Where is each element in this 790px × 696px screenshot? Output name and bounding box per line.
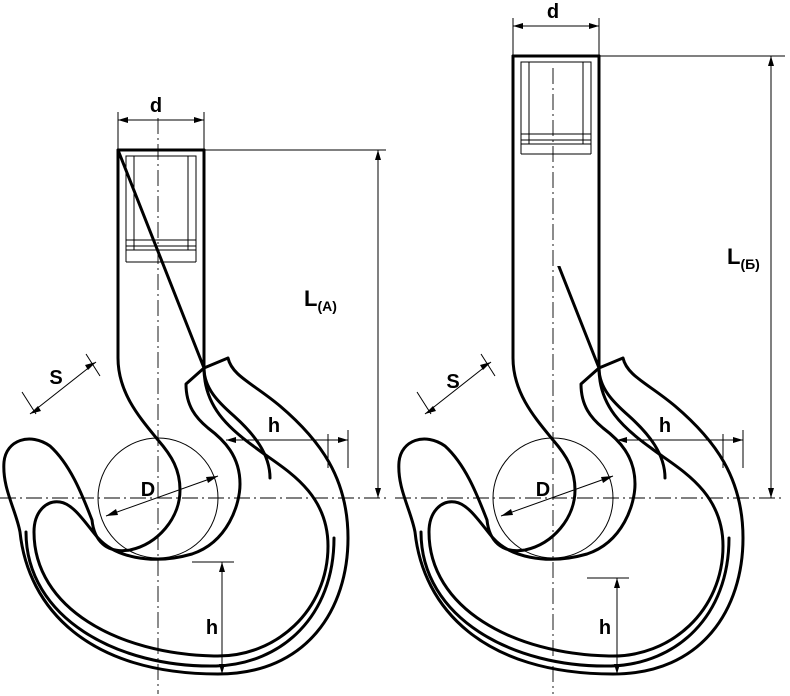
hook-b-d-label: d [547, 1, 559, 23]
hook-a-diameter-line [105, 475, 219, 517]
hook-b-h-bottom-label: h [599, 617, 611, 639]
hook-b-length-subscript: (Б) [740, 256, 759, 272]
hook-a-h-bottom-label: h [206, 617, 218, 639]
hook-b-diameter-line [500, 475, 614, 517]
hook-b-h-side-label: h [659, 415, 671, 437]
hook-a-diameter-label: D [141, 479, 155, 501]
hook-b-s-label: S [446, 371, 459, 393]
hook-b: d L(Б) S D h h [395, 1, 785, 694]
hook-b-s-dimension-line [424, 361, 492, 415]
hook-a-h-side-label: h [268, 415, 280, 437]
hook-a-s-label: S [49, 367, 62, 389]
hook-a-length-main: L [304, 286, 317, 311]
hook-b-diameter-label: D [536, 479, 550, 501]
hook-a-d-label: d [150, 95, 162, 117]
hook-a-length-subscript: (A) [317, 298, 336, 314]
hook-b-length-main: L [727, 244, 740, 269]
hook-a: d L(A) S D h h [0, 95, 386, 694]
hook-b-length-label: L(Б) [727, 244, 760, 272]
hook-a-length-label: L(A) [304, 286, 337, 314]
hook-a-s-dimension-line [29, 361, 97, 415]
hook-a-outline [2, 148, 350, 676]
